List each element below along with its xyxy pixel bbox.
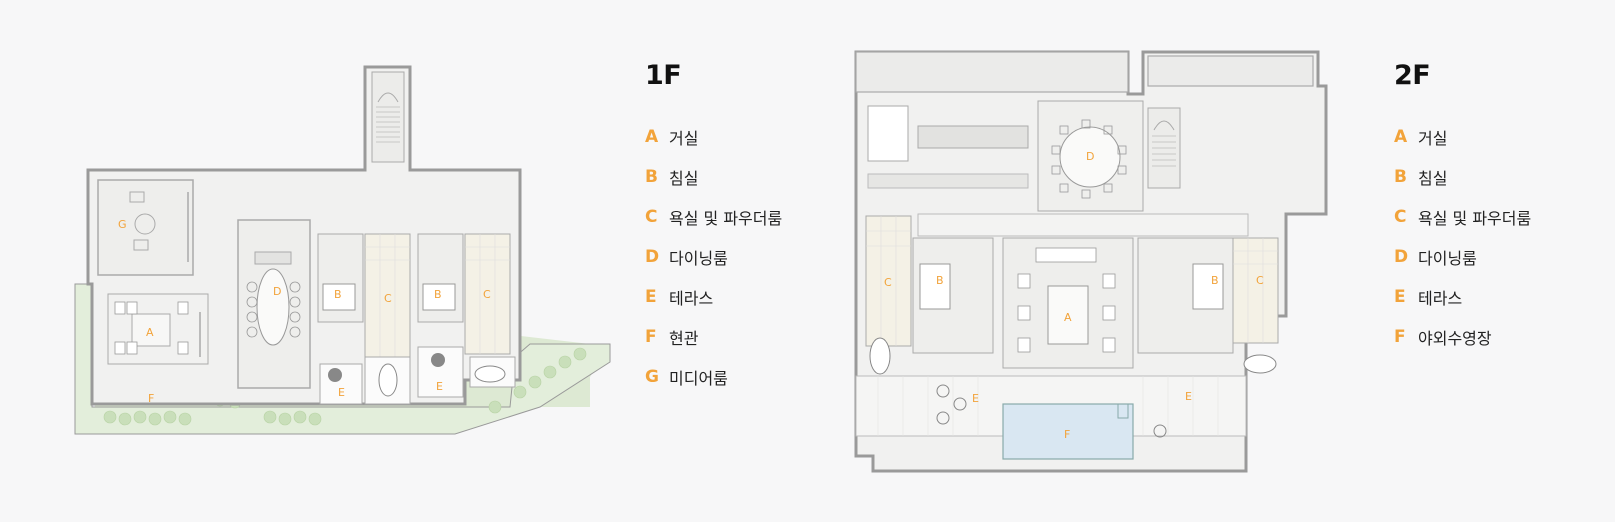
room-label: 테라스	[1418, 289, 1463, 308]
plan-label: E	[972, 392, 979, 405]
legend-item: C 욕실 및 파우더룸	[645, 197, 782, 237]
floor-title: 2F	[1394, 60, 1431, 91]
room-label: 현관	[669, 329, 699, 348]
legend-item: D 다이닝룸	[1394, 237, 1531, 277]
room-key: D	[1394, 247, 1409, 267]
legend-item: B 침실	[645, 157, 782, 197]
room-key: C	[1394, 207, 1407, 227]
plan-label: E	[338, 386, 345, 399]
plan-label: B	[936, 274, 944, 287]
room-key: B	[1394, 167, 1407, 187]
room-key: F	[645, 327, 657, 347]
room-label: 욕실 및 파우더룸	[669, 209, 783, 228]
room-key: A	[645, 127, 659, 147]
room-label: 침실	[669, 169, 699, 188]
room-label: 욕실 및 파우더룸	[1418, 209, 1532, 228]
room-key: F	[1394, 327, 1406, 347]
plan-label: C	[884, 276, 892, 289]
legend-item: F 야외수영장	[1394, 317, 1531, 357]
room-key: E	[1394, 287, 1406, 307]
plan-label: B	[434, 288, 442, 301]
plan-label: C	[483, 288, 491, 301]
plan-label: D	[273, 285, 281, 298]
legend-item: D 다이닝룸	[645, 237, 782, 277]
legend-2f: 2F A 거실 B 침실 C 욕실 및 파우더룸 D 다이닝룸 E 테라스 F 야외수영장	[1394, 60, 1531, 357]
legend-item: B 침실	[1394, 157, 1531, 197]
plan-label: B	[1211, 274, 1219, 287]
room-label: 거실	[1418, 129, 1448, 148]
legend-item: F 현관	[645, 317, 782, 357]
plan-label: A	[1064, 311, 1072, 324]
plan-label: A	[146, 326, 154, 339]
plan-label: E	[436, 380, 443, 393]
plan-label: D	[1086, 150, 1094, 163]
floor-plan-2f: D C B A B C E F E	[848, 46, 1348, 486]
legend-item: E 테라스	[645, 277, 782, 317]
legend-item: E 테라스	[1394, 277, 1531, 317]
room-label: 야외수영장	[1418, 329, 1492, 348]
plan-label: B	[334, 288, 342, 301]
plan-label: F	[1064, 428, 1070, 441]
legend-item: A 거실	[645, 117, 782, 157]
plan-label: C	[384, 292, 392, 305]
room-label: 다이닝룸	[669, 249, 728, 268]
room-key: E	[645, 287, 657, 307]
room-label: 침실	[1418, 169, 1448, 188]
plan-label: G	[118, 218, 127, 231]
legend-item: A 거실	[1394, 117, 1531, 157]
room-list: A 거실 B 침실 C 욕실 및 파우더룸 D 다이닝룸 E 테라스 F 야외수영장	[1394, 117, 1531, 357]
floor-plan-1f: G A D B C B C F E E	[70, 62, 615, 442]
room-key: D	[645, 247, 660, 267]
plan-label: E	[1185, 390, 1192, 403]
room-label: 테라스	[669, 289, 714, 308]
plan-label: F	[148, 392, 154, 405]
legend-item: C 욕실 및 파우더룸	[1394, 197, 1531, 237]
floor-title: 1F	[645, 60, 682, 91]
room-label: 거실	[669, 129, 699, 148]
legend-item: G 미디어룸	[645, 357, 782, 397]
room-label: 다이닝룸	[1418, 249, 1477, 268]
room-key: G	[645, 367, 659, 387]
room-key: C	[645, 207, 658, 227]
legend-1f: 1F A 거실 B 침실 C 욕실 및 파우더룸 D 다이닝룸 E 테라스 F 현관 G 미디…	[645, 60, 782, 397]
room-list: A 거실 B 침실 C 욕실 및 파우더룸 D 다이닝룸 E 테라스 F 현관 G 미디어룸	[645, 117, 782, 397]
plan-label: C	[1256, 274, 1264, 287]
room-label: 미디어룸	[669, 369, 728, 388]
room-key: A	[1394, 127, 1408, 147]
room-key: B	[645, 167, 658, 187]
